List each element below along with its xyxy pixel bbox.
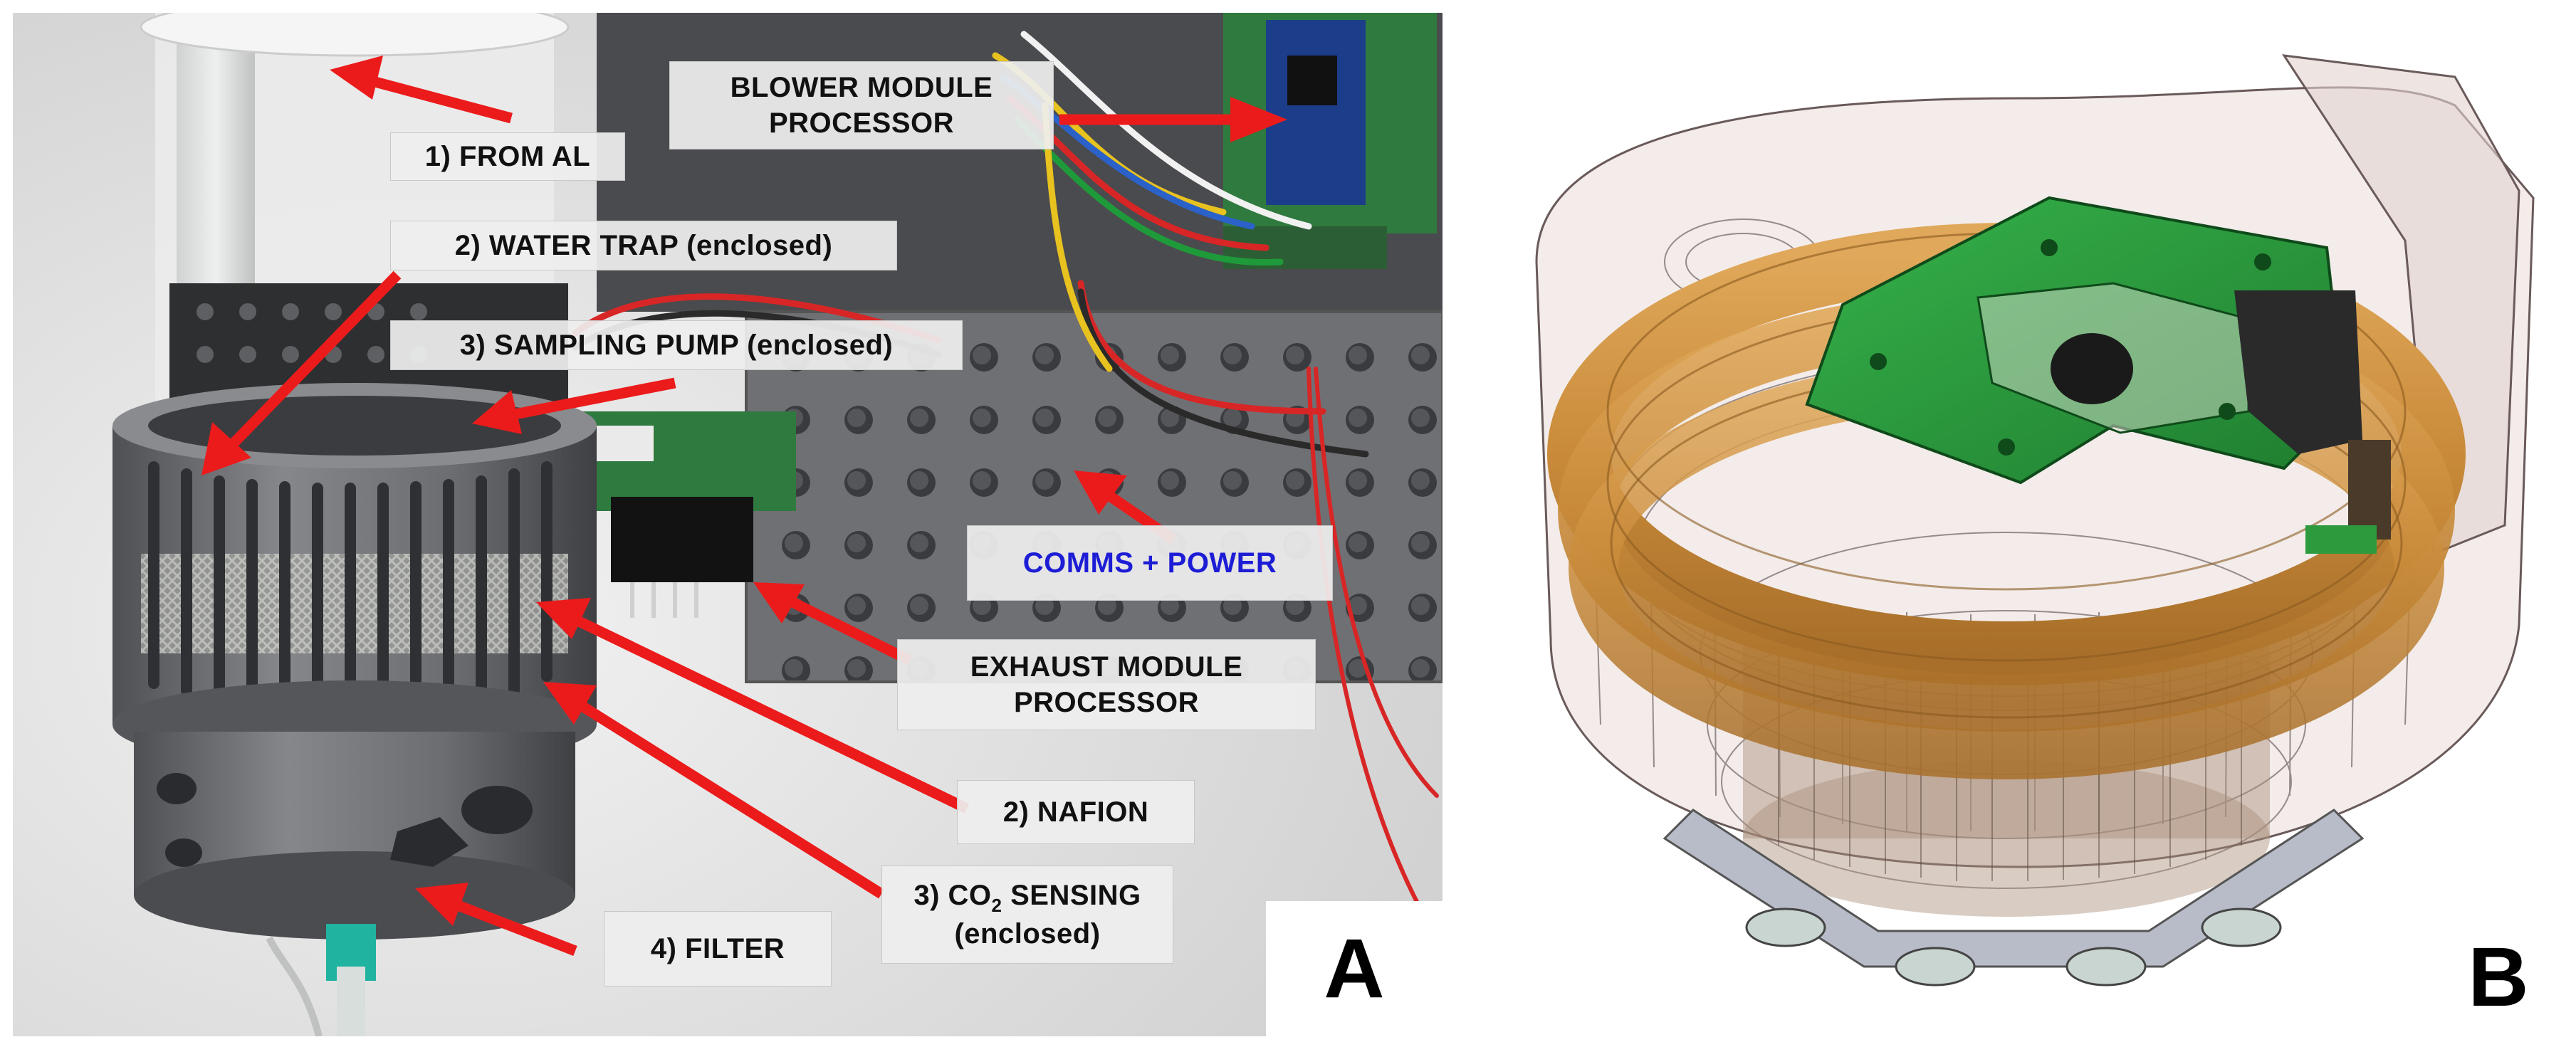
co2-subscript: 2 (991, 895, 1002, 916)
label-exhaust-line-2: PROCESSOR (1013, 687, 1200, 718)
label-nafion: 2) NAFION (957, 780, 1195, 844)
label-blower-line-1: BLOWER MODULE (730, 72, 993, 103)
callout-arrows (201, 56, 1287, 956)
co2-prefix: 3) CO (913, 880, 992, 911)
label-filter: 4) FILTER (604, 911, 832, 987)
label-co2-line-1: 3) CO2 SENSING (913, 878, 1141, 916)
label-co2-line-2: (enclosed) (954, 918, 1101, 949)
label-water-trap: 2) WATER TRAP (enclosed) (390, 221, 897, 270)
base-plate (1663, 809, 2365, 987)
label-co2-sensing: 3) CO2 SENSING (enclosed) (881, 866, 1173, 964)
label-blower-line-2: PROCESSOR (768, 107, 955, 139)
cad-model-illustration (1535, 54, 2535, 987)
label-exhaust-module-processor: EXHAUST MODULE PROCESSOR (897, 639, 1316, 730)
panel-a-photo: 1) FROM AL BLOWER MODULE PROCESSOR 2) WA… (13, 13, 1443, 1036)
label-from-al: 1) FROM AL (390, 132, 625, 181)
panel-letter-a: A (1266, 901, 1443, 1036)
label-exhaust-line-1: EXHAUST MODULE (970, 651, 1243, 683)
blower-processor-board (1223, 13, 1437, 269)
exhaust-cylinder (112, 383, 597, 940)
panel-letter-b: B (2431, 918, 2566, 1036)
device-photo-illustration (13, 13, 1443, 1036)
label-blower-module-processor: BLOWER MODULE PROCESSOR (669, 61, 1054, 149)
sensor-pcb (1805, 196, 2391, 554)
co2-suffix: SENSING (1002, 880, 1141, 911)
label-comms-power: COMMS + POWER (967, 525, 1333, 601)
label-sampling-pump: 3) SAMPLING PUMP (enclosed) (390, 320, 963, 370)
filter-outlet-nozzle (266, 924, 376, 1036)
panel-b-cad-render: B (1508, 13, 2566, 1036)
